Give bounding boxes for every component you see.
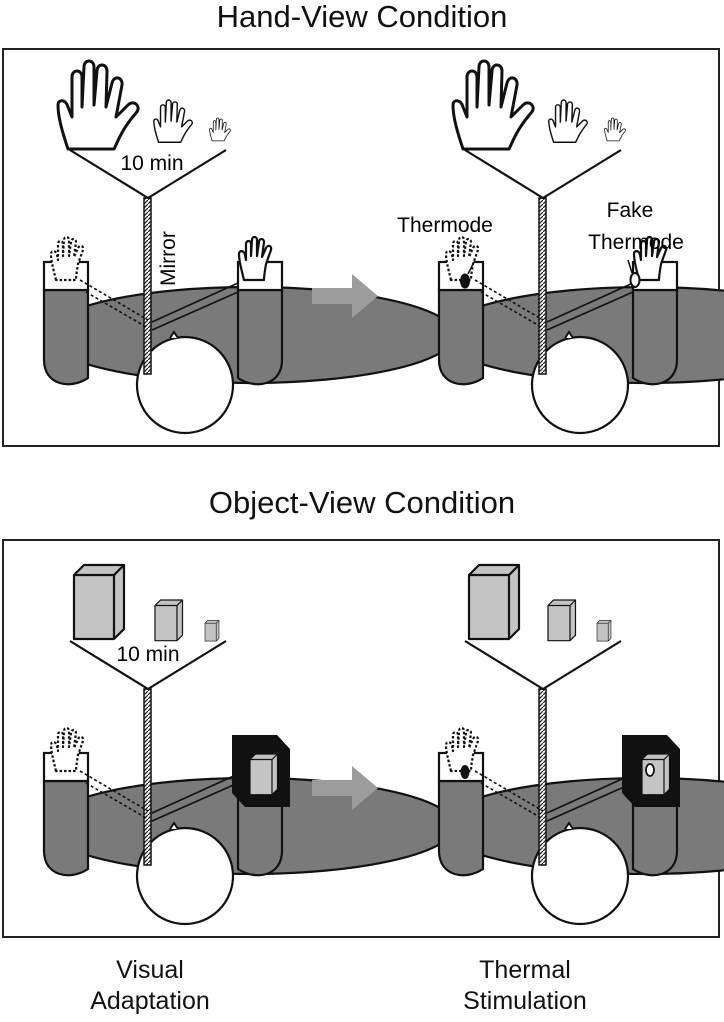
object-view-right-scene	[437, 563, 724, 926]
cube-held-icon	[249, 753, 279, 796]
hand-view-right-scene	[437, 59, 724, 435]
mirror-label: Mirror	[157, 231, 180, 286]
hand-medium-icon-2	[548, 99, 588, 143]
cube-medium-icon	[154, 599, 184, 642]
thermode-label: Thermode	[397, 214, 493, 237]
progress-arrow-2	[312, 766, 378, 810]
hand-medium-icon	[153, 99, 193, 143]
caption-thermal-stimulation: Thermal Stimulation	[395, 955, 655, 1017]
thermode-icon	[460, 273, 470, 289]
caption-thermal-line2: Stimulation	[463, 987, 587, 1015]
object-view-title: Object-View Condition	[208, 485, 516, 520]
duration-label-top: 10 min	[120, 152, 183, 175]
cube-held-icon-2	[641, 753, 671, 796]
hand-view-title: Hand-View Condition	[216, 0, 508, 34]
caption-visual-adaptation: Visual Adaptation	[20, 955, 280, 1017]
cube-small-icon	[204, 620, 220, 642]
caption-visual-line2: Adaptation	[90, 987, 210, 1015]
cube-small-icon-2	[596, 620, 612, 642]
thermode-icon-2	[460, 765, 470, 779]
caption-visual-line1: Visual	[116, 956, 184, 984]
fake-thermode-label-line1: Fake	[607, 199, 654, 222]
cube-medium-icon-2	[547, 599, 577, 642]
hand-small-icon-2	[604, 117, 626, 142]
fake-thermode-icon-2	[645, 763, 655, 777]
object-view-left-scene	[42, 563, 457, 926]
caption-thermal-line1: Thermal	[479, 956, 571, 984]
hand-view-left-scene	[42, 59, 457, 435]
cube-large-icon	[72, 563, 126, 641]
progress-arrow-1	[312, 274, 378, 318]
fake-thermode-icon	[629, 272, 641, 288]
hand-large-icon-2	[451, 59, 535, 151]
fake-thermode-label-line2: Thermode	[588, 231, 684, 254]
cube-large-icon-2	[467, 563, 521, 641]
hand-small-icon	[209, 117, 231, 142]
hand-large-icon	[56, 59, 140, 151]
duration-label-bottom: 10 min	[116, 643, 179, 666]
